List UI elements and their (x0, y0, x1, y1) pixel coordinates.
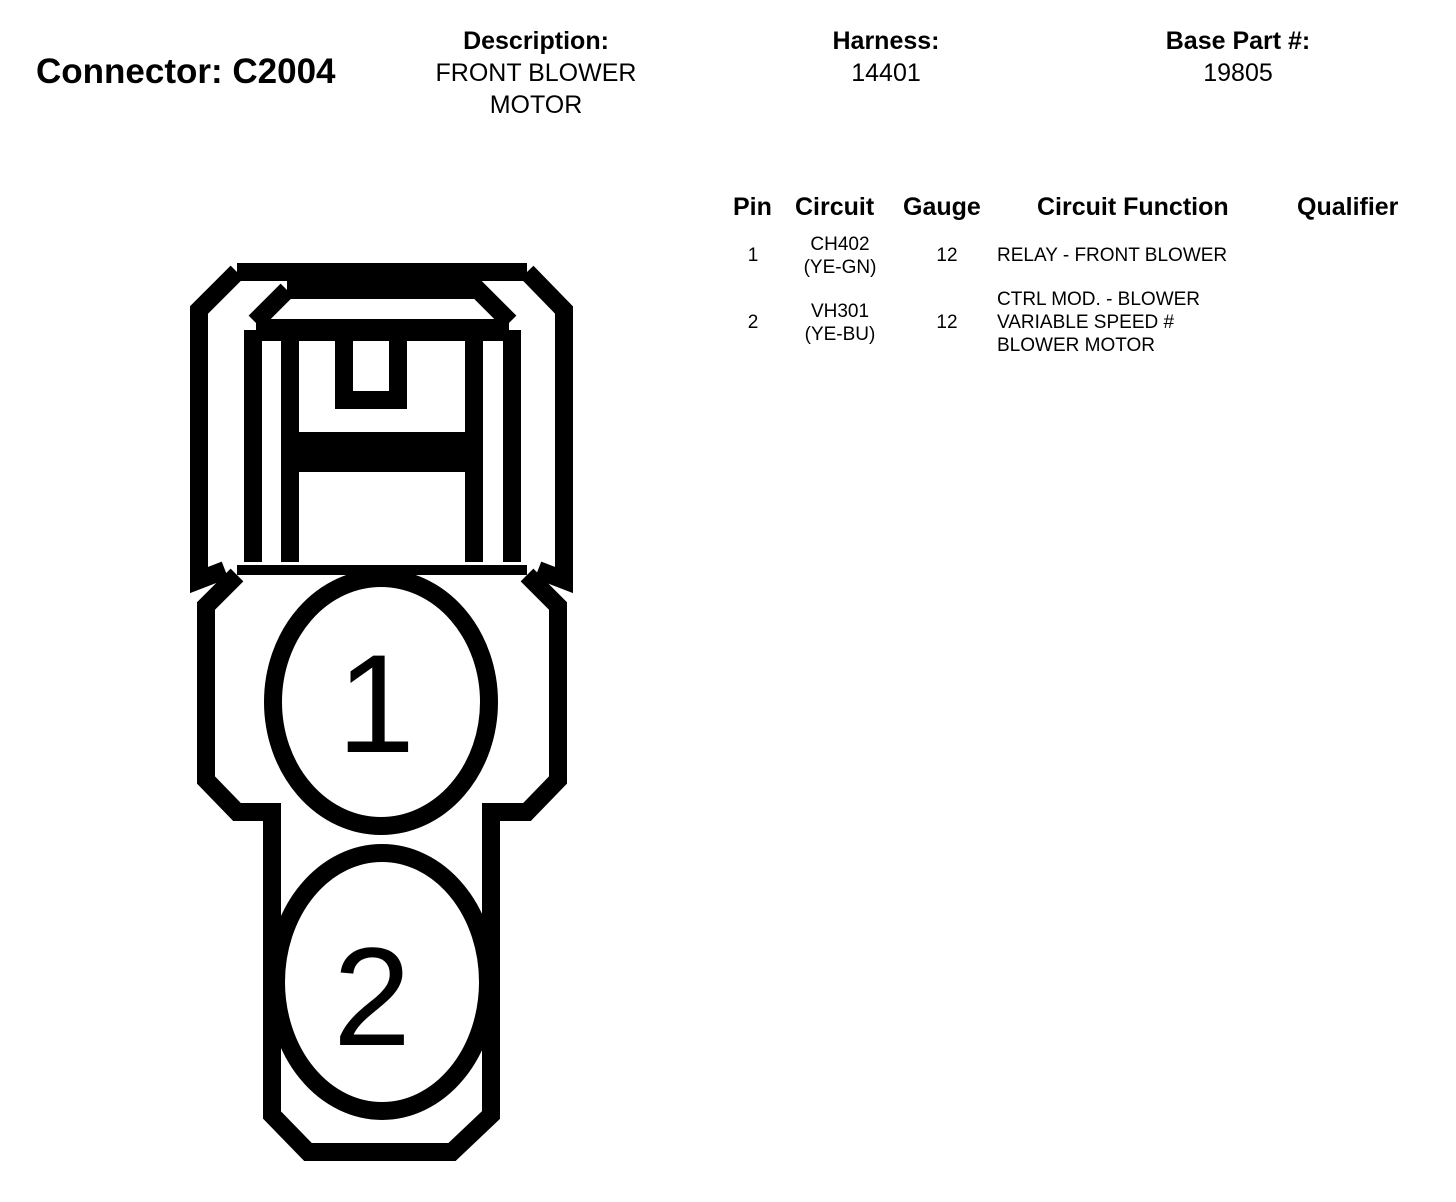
row-2-circuit-color: (YE-BU) (804, 324, 876, 345)
row-1-gauge: 12 (936, 245, 958, 266)
pin-1-label: 1 (337, 625, 415, 782)
base-part-value: 19805 (1203, 59, 1273, 87)
base-part-label: Base Part #: (1165, 27, 1311, 55)
description-line-2: MOTOR (489, 91, 583, 119)
harness-value: 14401 (851, 59, 921, 87)
connector-title: Connector: C2004 (36, 52, 336, 91)
row-1-circuit: CH402 (YE-GN) (790, 233, 890, 279)
row-2-circuit: VH301 (YE-BU) (790, 300, 890, 346)
harness-label: Harness: (832, 27, 940, 55)
latch-notch (335, 340, 407, 409)
description-label: Description: (463, 27, 609, 55)
pin-2-cavity (267, 844, 497, 1120)
column-header-circuit-function: Circuit Function (1037, 193, 1229, 221)
row-2-function-line-2: VARIABLE SPEED # (997, 312, 1175, 333)
pin-1-cavity (264, 569, 498, 835)
row-1-function: RELAY - FRONT BLOWER (997, 245, 1228, 266)
row-2-gauge: 12 (936, 312, 958, 333)
outer-shell-middle (190, 550, 573, 594)
description-line-1: FRONT BLOWER (435, 59, 637, 87)
outer-shell-top (190, 263, 573, 550)
latch-band (298, 432, 466, 472)
shell-waist-sides (197, 568, 567, 1161)
row-1-circuit-color: (YE-GN) (803, 257, 877, 278)
pin-2-label: 2 (333, 918, 411, 1075)
row-1-circuit-id: CH402 (810, 234, 870, 255)
row-1-pin: 1 (747, 245, 759, 266)
row-2-pin: 2 (747, 312, 759, 333)
row-2-circuit-id: VH301 (810, 301, 870, 322)
harness-block: Harness: 14401 (786, 25, 986, 89)
latch-frame-top (248, 281, 517, 329)
column-header-circuit: Circuit (795, 193, 875, 221)
column-header-qualifier: Qualifier (1297, 193, 1399, 221)
row-2-function: CTRL MOD. - BLOWER VARIABLE SPEED # BLOW… (997, 288, 1200, 357)
column-header-pin: Pin (733, 193, 772, 221)
description-block: Description: FRONT BLOWER MOTOR (396, 25, 676, 121)
row-2-function-line-3: BLOWER MOTOR (997, 335, 1155, 356)
base-part-block: Base Part #: 19805 (1118, 25, 1358, 89)
column-header-gauge: Gauge (903, 193, 981, 221)
row-2-function-line-1: CTRL MOD. - BLOWER (997, 289, 1201, 310)
